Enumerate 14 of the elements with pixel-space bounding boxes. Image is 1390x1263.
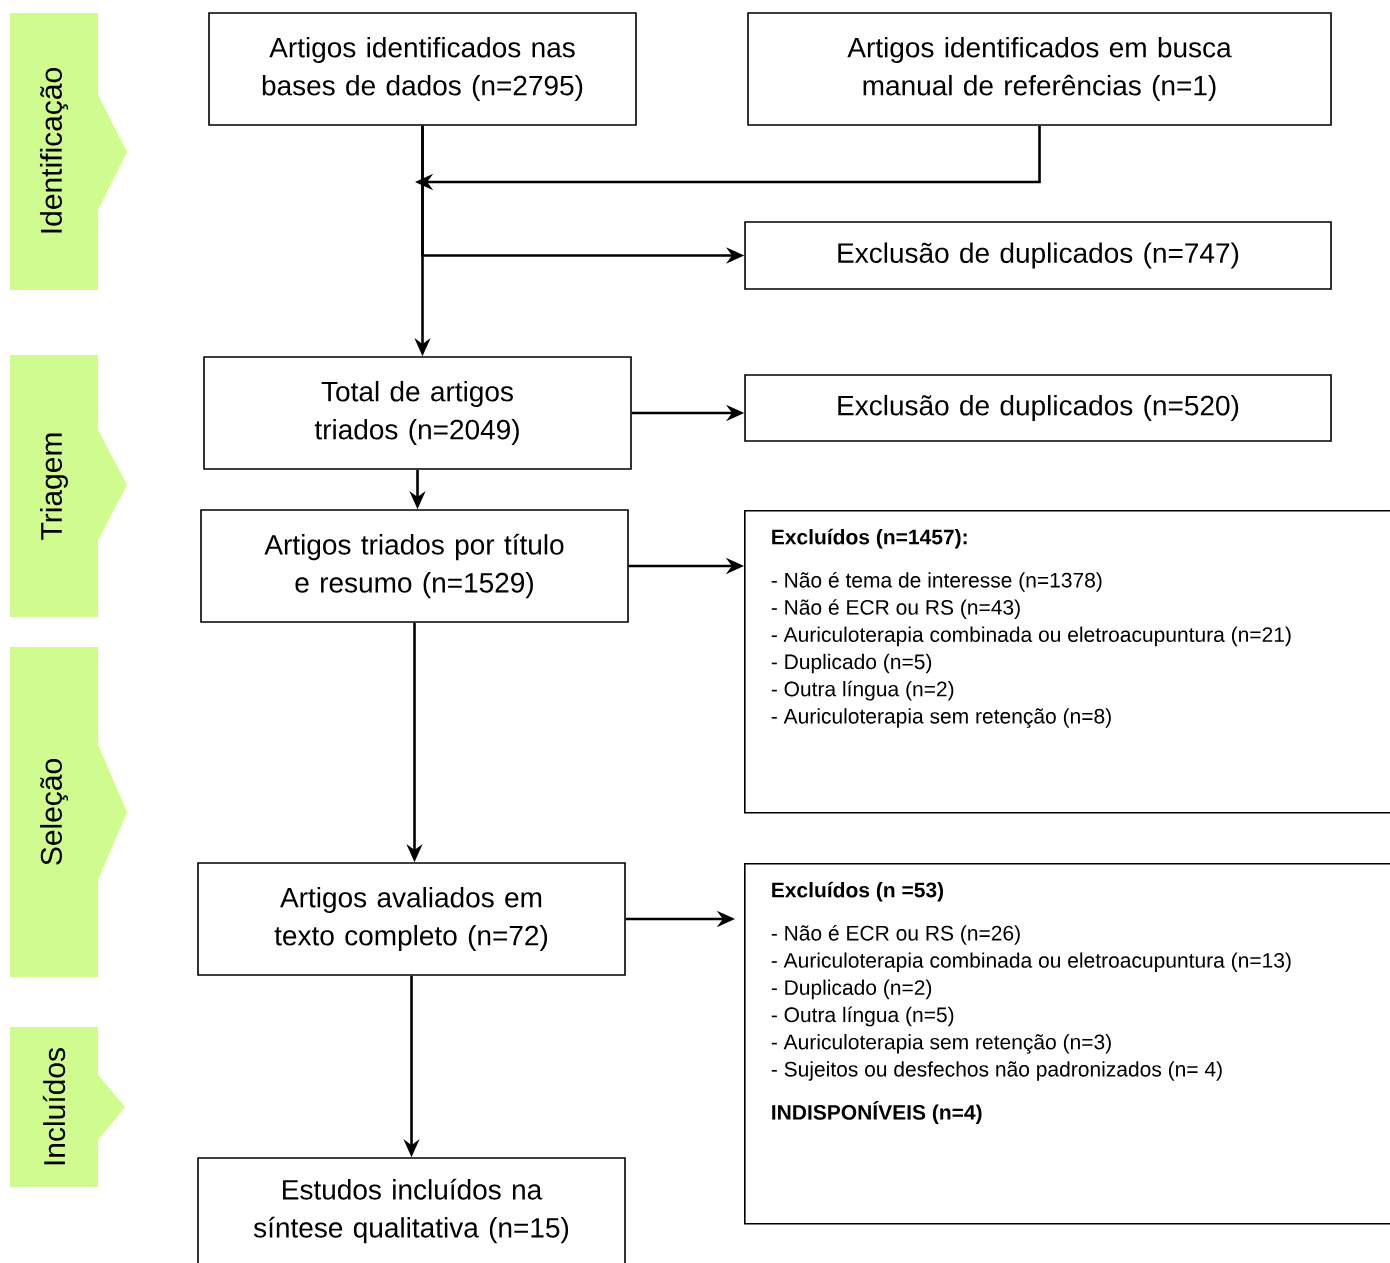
stage-band: Seleção — [10, 647, 127, 977]
exclusion-box: Excluídos (n =53) - Não é ECR ou RS (n=26) - Auriculoterapia combinada ou eletroacupuntura (n=13) - Duplicado (n=2) - Outra língua (n=5) - Auriculoterapia sem retenção (n=3) - Sujeitos ou desfechos não padronizados (n= 4) INDISPONÍVEIS (n=4) — [744, 863, 1390, 1225]
process-box: Total de artigos triados (n=2049) — [203, 356, 632, 470]
process-box: Artigos identificados em busca manual de referências (n=1) — [747, 12, 1332, 126]
exclusion-box: Excluídos (n=1457): - Não é tema de interesse (n=1378) - Não é ECR ou RS (n=43) - Auriculoterapia combinada ou eletroacupuntura (n=21) - Duplicado (n=5) - Outra língua (n=2) - Auriculoterapia sem retenção (n=8) — [744, 510, 1390, 814]
process-box: Artigos identificados nas bases de dados (n=2795) — [208, 12, 637, 126]
process-box: Exclusão de duplicados (n=520) — [744, 374, 1332, 442]
process-box: Artigos triados por título e resumo (n=1529) — [200, 509, 629, 623]
process-box: Exclusão de duplicados (n=747) — [744, 221, 1332, 290]
process-box: Estudos incluídos na síntese qualitativa (n=15) — [197, 1157, 626, 1263]
stage-band: Identificação — [10, 13, 127, 290]
process-box: Artigos avaliados em texto completo (n=72) — [197, 862, 626, 976]
stage-band: Triagem — [10, 355, 127, 617]
stage-band: Incluídos — [10, 1027, 125, 1187]
